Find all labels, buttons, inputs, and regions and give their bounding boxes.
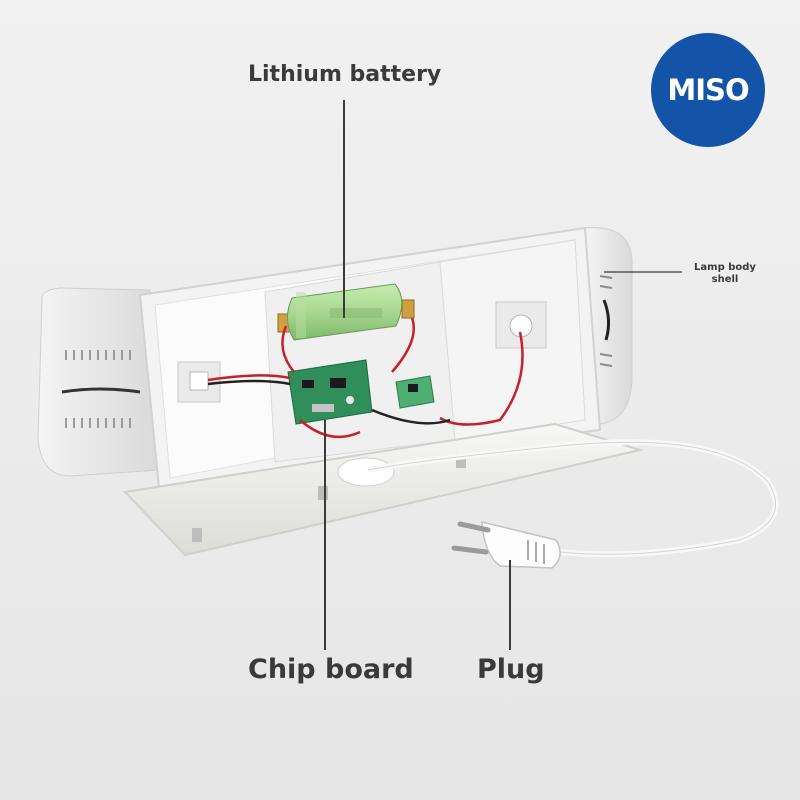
wires — [207, 317, 524, 439]
callout-leader-lines — [324, 100, 682, 650]
miso-logo: MISO — [651, 33, 765, 147]
power-cord — [367, 439, 779, 558]
chip-board — [287, 359, 435, 425]
front-cover — [122, 422, 644, 557]
plug-callout-label: Plug — [477, 654, 545, 685]
chip-board-callout-label: Chip board — [248, 654, 414, 685]
euro-plug — [451, 521, 561, 569]
shell-callout-label: Lamp body shell — [694, 262, 756, 285]
logo-text: MISO — [667, 73, 749, 107]
battery-callout-label: Lithium battery — [248, 62, 442, 87]
